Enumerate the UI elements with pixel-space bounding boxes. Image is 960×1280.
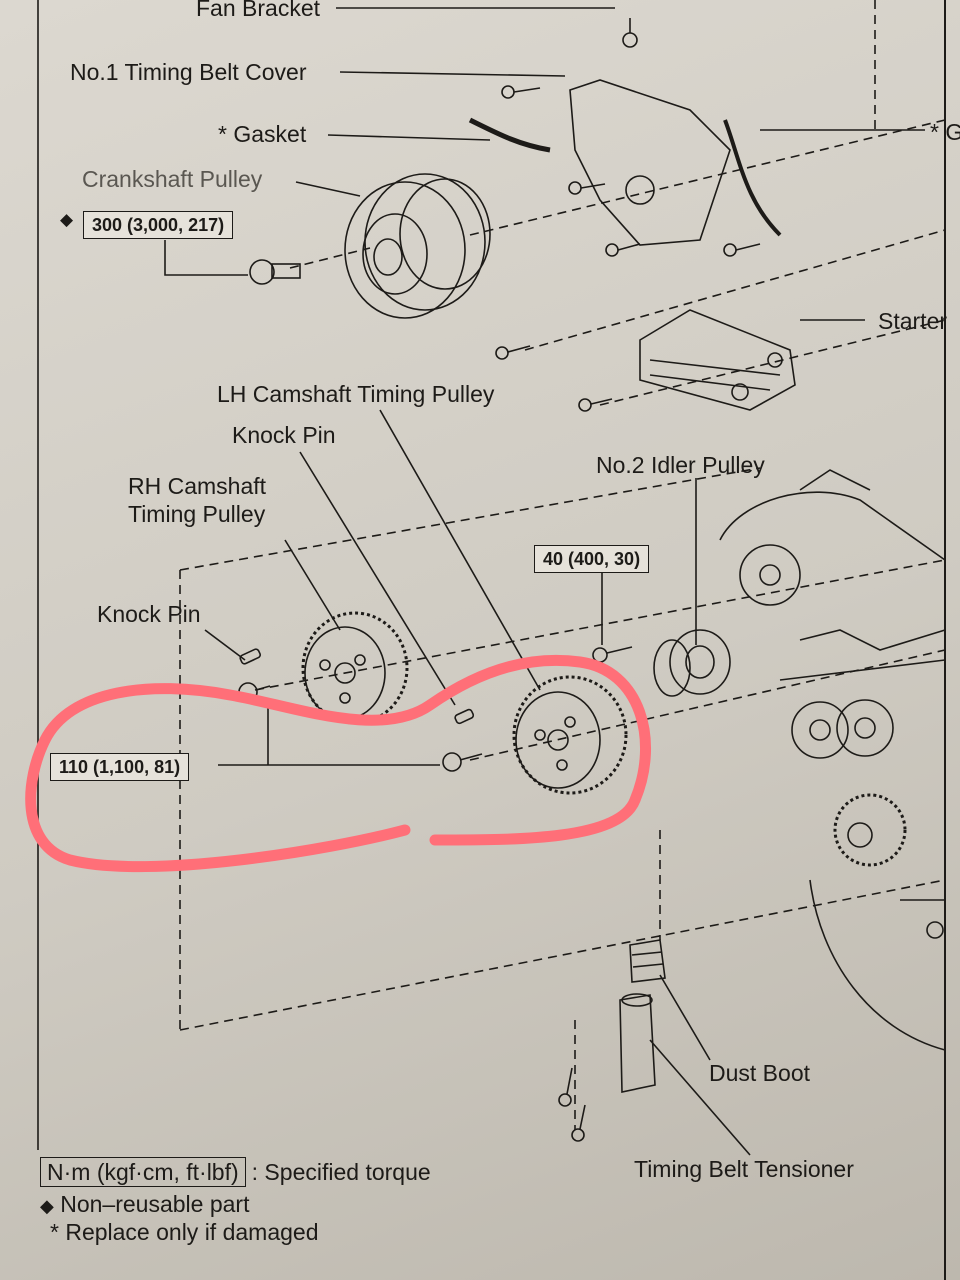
dashed-centerline (469, 119, 946, 236)
leader-line-tensioner (649, 1039, 751, 1156)
dashed-centerline (289, 247, 371, 269)
non-reusable-diamond-icon: ◆ (60, 210, 74, 230)
legend-non-reusable-row: ◆ Non–reusable part (40, 1190, 249, 1221)
legend-torque-row: N·m (kgf·cm, ft·lbf): Specified torque (40, 1157, 431, 1187)
bolt-icon (723, 243, 761, 257)
label-knock-pin: Knock Pin (232, 422, 336, 448)
bolt-icon (495, 345, 531, 360)
highlight-marker-loop (25, 654, 651, 873)
bolt-icon (605, 243, 641, 257)
rh-camshaft-pulley-part (301, 611, 409, 725)
dashed-centerline (179, 879, 946, 1031)
timing-belt-cover-part (569, 79, 731, 246)
torque-box-cam-bolt: 110 (1,100, 81) (50, 753, 190, 781)
leader-line-timing-belt-cover (339, 71, 566, 77)
label-knock-pin-left: Knock Pin (97, 601, 201, 627)
leader-line-knock-pin (299, 451, 456, 706)
label-timing-belt-tensioner: Timing Belt Tensioner (634, 1156, 854, 1182)
label-rh-camshaft-pulley: RH Camshaft Timing Pulley (128, 472, 266, 528)
knock-pin-icon (454, 708, 475, 725)
label-dust-boot: Dust Boot (709, 1060, 810, 1086)
timing-belt-cover-boss (625, 175, 655, 205)
torque-box-idler-bolt: 40 (400, 30) (534, 545, 650, 573)
label-gasket-right: * G (930, 119, 960, 145)
bolt-icon (622, 18, 638, 48)
dashed-centerline (179, 467, 761, 571)
leader-line-gasket (327, 134, 491, 141)
label-timing-belt-cover: No.1 Timing Belt Cover (70, 59, 307, 85)
leader-line-rh-cam-pulley (284, 539, 341, 631)
leader-line-knock-pin-left (204, 629, 246, 661)
leader-line-crankshaft-pulley (295, 181, 361, 197)
legend-torque-desc: : Specified torque (251, 1159, 431, 1185)
dashed-centerline (469, 649, 946, 761)
bolt-icon (558, 1067, 573, 1107)
bolt-icon (592, 646, 633, 663)
gasket-strip (468, 117, 551, 153)
label-gasket: * Gasket (218, 121, 307, 147)
lh-camshaft-pulley-part (512, 675, 628, 795)
gasket-strip-right (723, 119, 782, 237)
knock-pin-icon (239, 648, 261, 665)
torque-box-crank-bolt: 300 (3,000, 217) (83, 211, 234, 239)
engine-block-part (719, 469, 946, 1051)
label-rh-camshaft-pulley-line1: RH Camshaft (128, 473, 267, 499)
legend-torque-unit-box: N·m (kgf·cm, ft·lbf) (40, 1157, 246, 1187)
label-starter: Starter (878, 308, 948, 334)
bolt-icon (571, 1104, 586, 1142)
starter-bracket-part (639, 309, 796, 411)
label-fan-bracket: Fan Bracket (196, 0, 320, 21)
label-rh-camshaft-pulley-line2: Timing Pulley (128, 501, 266, 527)
dashed-centerline (524, 229, 946, 351)
label-crankshaft-pulley: Crankshaft Pulley (82, 166, 263, 192)
label-lh-camshaft-pulley: LH Camshaft Timing Pulley (217, 381, 495, 407)
dust-boot-part (629, 939, 666, 983)
idler-pulley-part (653, 629, 731, 697)
tensioner-part (619, 993, 656, 1093)
bolt-icon (578, 398, 613, 412)
leader-line-crank-bolt (164, 240, 248, 276)
leader-line-dust-boot (659, 974, 711, 1061)
crankshaft-pulley-part (344, 173, 491, 319)
crank-bolt-icon (249, 259, 301, 285)
leader-line-lh-cam-pulley (379, 409, 541, 691)
legend-replace-if-damaged: * Replace only if damaged (50, 1219, 319, 1245)
dashed-centerline (254, 559, 946, 691)
cam-bolt-icon (442, 752, 483, 772)
legend-non-reusable-text: Non–reusable part (60, 1191, 250, 1217)
label-idler-pulley: No.2 Idler Pulley (596, 452, 765, 478)
bolt-icon (568, 181, 606, 195)
bolt-icon (501, 85, 541, 99)
legend-diamond-icon: ◆ (40, 1196, 54, 1217)
